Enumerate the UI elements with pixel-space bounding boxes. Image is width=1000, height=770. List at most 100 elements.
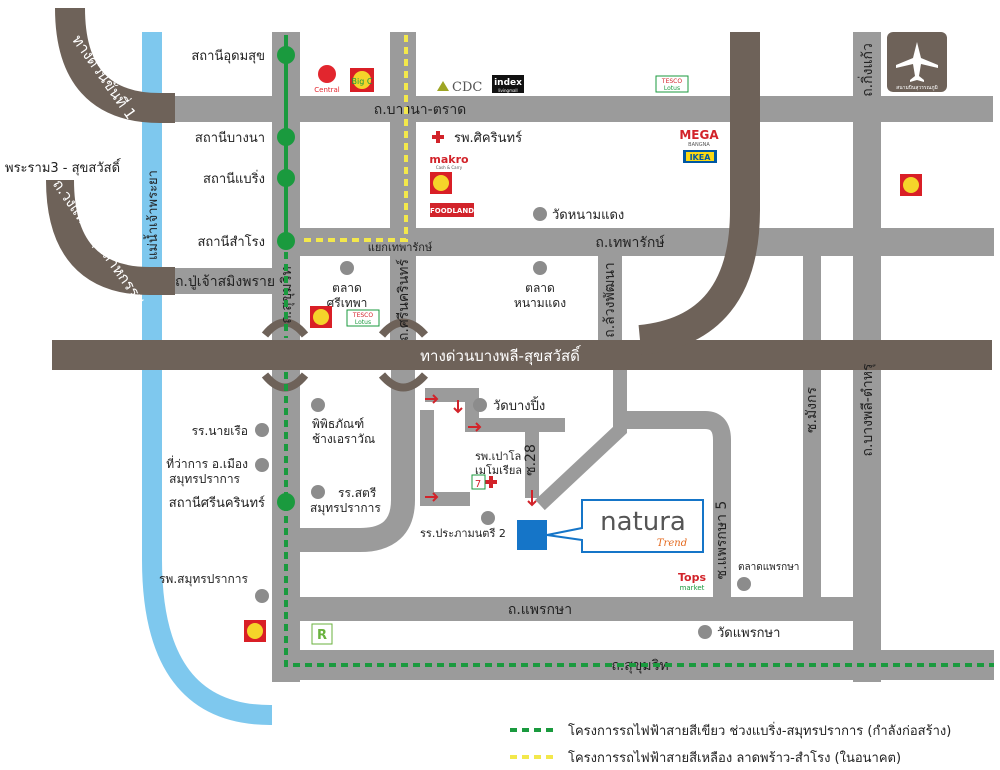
soi28-label: ซ.28: [523, 444, 539, 476]
station-udomsuk-marker: [277, 46, 295, 64]
svg-text:index: index: [494, 78, 522, 88]
talat-sri-thepha-label-1: ตลาด: [332, 281, 362, 295]
svg-text:IKEA: IKEA: [690, 153, 712, 162]
cdc-logo: CDC: [437, 80, 482, 95]
station-bangna-label: สถานีบางนา: [195, 130, 265, 146]
wat-praeksa-label: วัดแพรกษา: [717, 626, 780, 641]
svg-text:Cash & Carry: Cash & Carry: [436, 165, 463, 170]
mangkorn-label: ซ.มังกร: [804, 387, 820, 433]
poi-markers: [255, 207, 751, 639]
station-bangna-marker: [277, 128, 295, 146]
project-sub: Trend: [657, 538, 687, 549]
ring-road: [46, 179, 175, 295]
wat-praeksa-marker: [698, 625, 712, 639]
arrow-right-3: [425, 492, 439, 502]
bangphli-expressway: [52, 340, 992, 370]
svg-text:livingmall: livingmall: [498, 88, 517, 93]
svg-text:Big C: Big C: [352, 77, 373, 86]
index-logo: index livingmall: [492, 75, 524, 93]
station-markers: [277, 46, 295, 511]
station-bearing-label: สถานีแบริ่ง: [203, 170, 265, 187]
ikea-logo: IKEA: [683, 150, 717, 163]
station-samrong-label: สถานีสำโรง: [197, 234, 265, 250]
mega-bangna-logo: MEGA BANGNA: [679, 128, 719, 148]
big-c-logo-5: [244, 620, 266, 642]
pu-chao-road: [175, 268, 275, 294]
pu-chao-label: ถ.ปู่เจ้าสมิงพราย: [175, 274, 275, 290]
talat-nam-daeng-label-1: ตลาด: [525, 281, 555, 295]
svg-text:market: market: [680, 584, 705, 592]
theparak-junction-label: แยกเทพารักษ์: [368, 241, 433, 254]
sukhumvit-horizontal-label: ถ.สุขุมวิท: [611, 658, 668, 674]
svg-text:BANGNA: BANGNA: [688, 142, 710, 148]
seven-eleven-glyph: 7: [475, 479, 481, 490]
seven-eleven-icon: [471, 474, 486, 490]
legend-yellow-text: โครงการรถไฟฟ้าสายสีเหลือง ลาดพร้าว-สำโรง…: [568, 750, 901, 766]
praeksa5-road: [620, 411, 731, 600]
legend-green-text: โครงการรถไฟฟ้าสายสีเขียว ช่วงแบริ่ง-สมุท…: [568, 722, 951, 739]
talat-sri-thepha-label-2: ศรีเทพา: [327, 296, 368, 310]
district-office-label-2: สมุทรปราการ: [169, 472, 240, 487]
bangphli-expressway-label: ทางด่วนบางพลี-สุขสวัสดิ์: [420, 345, 582, 366]
school-nairuea-marker: [255, 423, 269, 437]
green-line-dashed: [284, 240, 994, 667]
srinagarindra-road: [390, 32, 416, 362]
samut-hospital-label: รพ.สมุทรปราการ: [159, 572, 249, 587]
praeksa-road: [272, 597, 880, 621]
station-srinagarindra-label: สถานีศรีนครินทร์: [169, 495, 265, 511]
arrow-down-2: [527, 490, 537, 507]
praeksa-label: ถ.แพรกษา: [508, 602, 572, 618]
river: [142, 32, 272, 725]
school-prapa-label: รร.ประภามนตรี 2: [420, 527, 506, 540]
svg-text:CDC: CDC: [452, 80, 482, 95]
project-name: natura: [600, 507, 686, 537]
sikarin-label: รพ.ศิครินทร์: [454, 130, 522, 146]
theparak-label: ถ.เทพารักษ์: [595, 234, 665, 251]
svg-text:R: R: [317, 628, 327, 643]
project-callout: [546, 499, 704, 553]
foodland-logo: FOODLAND: [430, 203, 474, 217]
talat-praeksa-marker: [737, 577, 751, 591]
srinagarindra-road-label: ถ.ศรีนครินทร์: [395, 258, 412, 341]
svg-text:makro: makro: [429, 153, 469, 166]
school-nairuea-label: รร.นายเรือ: [192, 424, 248, 438]
access-road-5: [420, 492, 470, 506]
wat-nam-daeng-marker: [533, 207, 547, 221]
talat-nam-daeng-marker: [533, 261, 547, 275]
paolo-cross-icon: [485, 476, 497, 488]
big-c-logo: Big C: [350, 68, 374, 92]
station-bearing-marker: [277, 169, 295, 187]
svg-text:TESCO: TESCO: [661, 78, 682, 85]
makro-logo: makro Cash & Carry: [429, 153, 469, 170]
school-satri-marker: [311, 485, 325, 499]
access-road-3: [465, 418, 565, 432]
wat-bang-ping-marker: [473, 398, 487, 412]
tesco-lotus-logo-2: TESCO Lotus: [346, 309, 380, 327]
praeksa5-label: ซ.แพรกษา 5: [714, 501, 730, 580]
svg-text:MEGA: MEGA: [679, 128, 719, 142]
bangna-trat-label: ถ.บางนา-ตราด: [374, 102, 467, 118]
svg-text:FOODLAND: FOODLAND: [430, 207, 474, 215]
big-c-logo-3: [310, 306, 332, 328]
talat-sri-thepha-marker: [340, 261, 354, 275]
district-office-marker: [255, 458, 269, 472]
interchange-left-top: [261, 318, 309, 338]
museum-label-1: พิพิธภัณฑ์: [312, 417, 364, 431]
svg-text:Tops: Tops: [678, 571, 706, 584]
samut-hospital-marker: [255, 589, 269, 603]
big-c-logo-4: [900, 174, 922, 196]
direction-arrows: [425, 394, 537, 507]
svg-text:Lotus: Lotus: [664, 85, 680, 92]
tesco-lotus-logo: TESCO Lotus: [655, 75, 689, 93]
expressway-stage1: [55, 7, 175, 123]
soi28-road: [525, 418, 539, 498]
central-logo: Central: [314, 65, 340, 94]
school-prapa-marker: [481, 511, 495, 525]
hospital-paolo-label-2: เมโมเรียล: [475, 463, 522, 477]
station-udomsuk-label: สถานีอุดมสุข: [191, 48, 265, 64]
district-office-label-1: ที่ว่าการ อ.เมือง: [166, 455, 248, 471]
project-location-marker: [517, 520, 547, 550]
luang-phat-label: ถ.ล้วงพัฒนา: [602, 262, 618, 338]
